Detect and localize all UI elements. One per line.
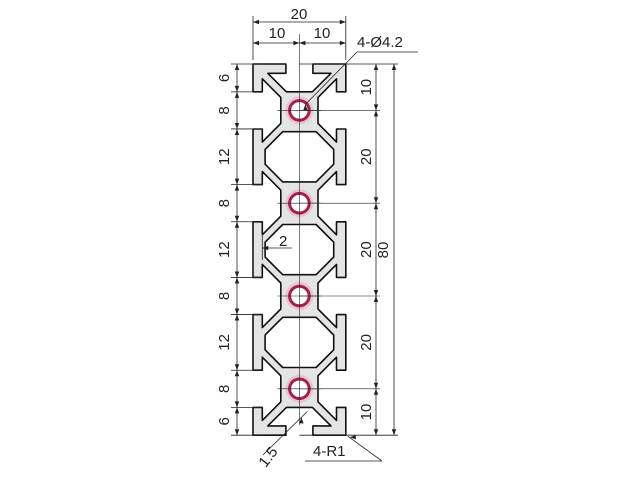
arrowhead <box>253 40 259 46</box>
dim-right-3: 20 <box>358 334 375 351</box>
leader-line <box>262 411 308 456</box>
arrowhead <box>339 40 346 46</box>
dim-half-right: 10 <box>314 25 331 42</box>
dim-left-5: 8 <box>216 292 233 300</box>
arrowhead <box>373 388 379 395</box>
radius-callout: 4-R1 <box>313 443 346 460</box>
arrowhead <box>234 407 240 414</box>
dim-right-4: 10 <box>358 404 375 421</box>
dim-right-1: 20 <box>358 148 375 165</box>
arrowhead <box>373 104 379 111</box>
arrowhead <box>349 435 356 440</box>
arrowhead <box>253 19 259 25</box>
arrowhead <box>234 370 240 377</box>
dim-left-0: 6 <box>216 74 233 82</box>
hole-callout: 4-Ø4.2 <box>357 34 403 51</box>
leader-line <box>347 435 383 462</box>
dim-half-left: 10 <box>269 25 286 42</box>
arrowhead <box>234 308 240 315</box>
arrowhead <box>234 221 240 228</box>
arrowhead <box>373 290 379 296</box>
arrowhead <box>234 401 240 408</box>
arrowhead <box>234 85 240 92</box>
arrowhead <box>234 429 240 436</box>
arrowhead <box>373 110 379 117</box>
dim-overall-height: 80 <box>375 242 392 259</box>
dim-width-20: 20 <box>291 6 308 23</box>
dim-left-3: 8 <box>216 199 233 207</box>
arrowhead <box>234 184 240 191</box>
arrowhead <box>234 271 240 278</box>
dim-left-7: 8 <box>216 385 233 393</box>
arrowhead <box>234 364 240 371</box>
dim-left-2: 12 <box>216 148 233 165</box>
arrowhead <box>339 19 346 25</box>
arrowhead <box>373 64 379 70</box>
arrowhead <box>373 197 379 204</box>
dimension-lines <box>231 16 418 462</box>
arrowhead <box>391 429 397 436</box>
dim-right-2: 20 <box>358 241 375 258</box>
arrowhead <box>303 104 308 111</box>
arrowhead <box>234 128 240 135</box>
dim-left-6: 12 <box>216 334 233 351</box>
arrowhead <box>234 91 240 98</box>
arrowhead <box>234 122 240 129</box>
dim-left-8: 6 <box>216 417 233 425</box>
arrowhead <box>234 178 240 185</box>
arrowhead <box>234 314 240 321</box>
arrowhead <box>299 40 306 46</box>
arrowhead <box>373 203 379 210</box>
arrowhead <box>234 277 240 284</box>
arrowhead <box>373 429 379 436</box>
arrowhead <box>299 417 304 424</box>
arrowhead <box>262 245 269 251</box>
dim-lip: 1.5 <box>255 444 281 471</box>
arrowhead <box>293 40 300 46</box>
leader-line <box>305 51 358 105</box>
arrowhead <box>373 382 379 389</box>
arrowhead <box>391 64 397 70</box>
dim-right-0: 10 <box>358 79 375 96</box>
dim-left-4: 12 <box>216 241 233 258</box>
dim-wall: 2 <box>279 233 287 250</box>
arrowhead <box>234 215 240 222</box>
arrowhead <box>234 64 240 70</box>
arrowhead <box>373 296 379 302</box>
dim-left-1: 8 <box>216 106 233 114</box>
